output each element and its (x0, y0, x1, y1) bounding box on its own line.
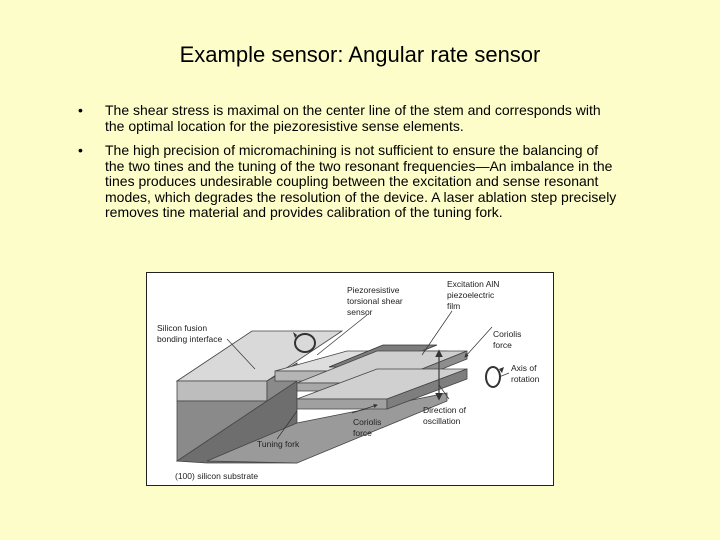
sensor-diagram: Silicon fusion bonding interface Piezore… (146, 272, 554, 486)
label-excitation: Excitation AlN (447, 279, 499, 289)
leader-line (464, 326, 493, 358)
label-piezoresistive: sensor (347, 307, 373, 317)
label-axis-rotation: Axis of (511, 363, 537, 373)
label-excitation: piezoelectric (447, 290, 495, 300)
label-coriolis-top: Coriolis (493, 329, 521, 339)
label-direction-oscillation: oscillation (423, 416, 461, 426)
label-excitation: film (447, 301, 460, 311)
axis-arrow-icon (499, 367, 504, 373)
label-coriolis-bottom: force (353, 428, 372, 438)
bullet-marker: • (78, 142, 83, 158)
bullet-item: • The shear stress is maximal on the cen… (78, 102, 618, 134)
bullet-list: • The shear stress is maximal on the cen… (78, 102, 618, 230)
label-silicon-fusion: Silicon fusion (157, 323, 207, 333)
bullet-marker: • (78, 102, 83, 118)
label-silicon-fusion: bonding interface (157, 334, 222, 344)
label-coriolis-bottom: Coriolis (353, 417, 381, 427)
bullet-text: The shear stress is maximal on the cente… (105, 102, 601, 134)
torsion-arrow-icon (293, 332, 297, 338)
label-direction-oscillation: Direction of (423, 405, 467, 415)
leader-line (351, 404, 378, 414)
bullet-item: • The high precision of micromachining i… (78, 142, 618, 221)
slide-title: Example sensor: Angular rate sensor (179, 42, 541, 67)
torsion-rotation-icon (294, 333, 316, 353)
substrate-front-face (176, 380, 268, 402)
leader-line (316, 314, 368, 356)
lower-tine-front (296, 398, 388, 410)
sensor-diagram-svg: Silicon fusion bonding interface Piezore… (157, 279, 540, 481)
leader-line (226, 338, 256, 370)
label-tuning-fork: Tuning fork (257, 439, 300, 449)
leader-line (438, 384, 450, 400)
bullet-text: The high precision of micromachining is … (105, 142, 617, 220)
label-substrate: (100) silicon substrate (175, 471, 258, 481)
axis-rotation-icon (485, 366, 501, 388)
leader-line (421, 310, 453, 356)
leader-line (498, 372, 510, 378)
substrate-base (206, 392, 448, 464)
label-axis-rotation: rotation (511, 374, 540, 384)
label-coriolis-top: force (493, 340, 512, 350)
label-piezoresistive: Piezoresistive (347, 285, 400, 295)
leader-line (276, 410, 298, 440)
label-piezoresistive: torsional shear (347, 296, 403, 306)
